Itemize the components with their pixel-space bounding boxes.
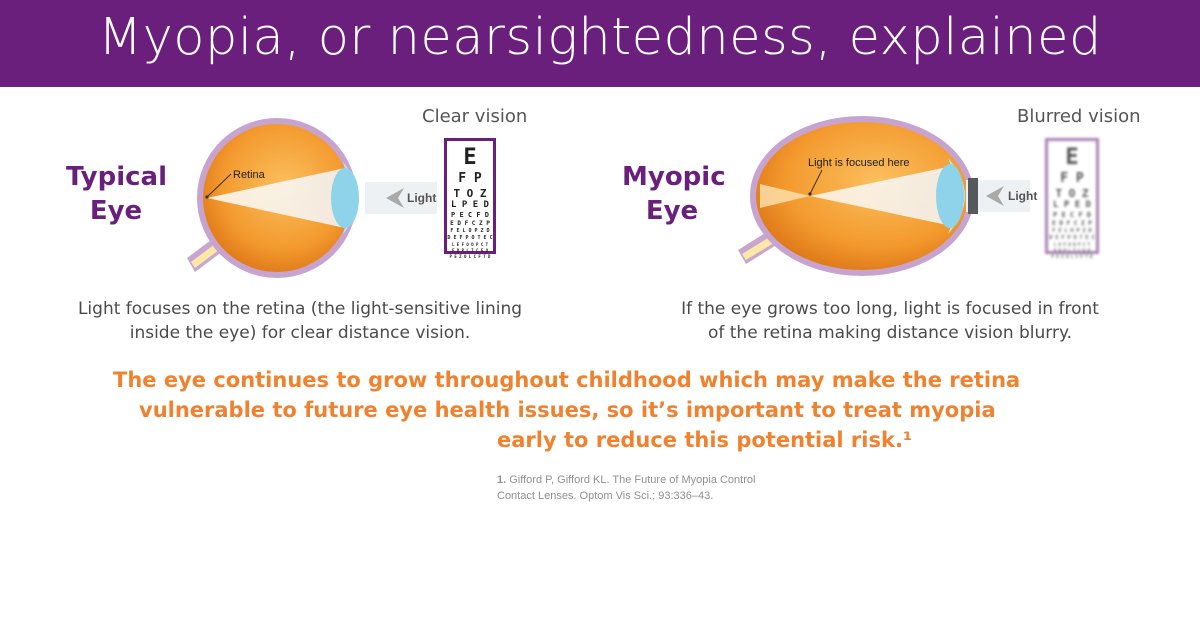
myopic-caption-line1: If the eye grows too long, light is focu… <box>681 299 1099 319</box>
eye-chart-row: T O Z <box>1055 187 1089 200</box>
diverging-light <box>760 184 810 208</box>
eye-chart-row: P E Z O L C F T D <box>449 254 491 259</box>
eye-chart-row: F P <box>458 171 482 186</box>
eye-chart-row: P E Z O L C F T D <box>1051 254 1093 259</box>
eye-chart-row: D E F P O T E C <box>447 235 493 241</box>
myopic-eye-label-line1: Myopic <box>622 162 726 192</box>
eye-chart-row: L E F O D P C T <box>1053 242 1091 247</box>
typical-eye-label-line1: Typical <box>66 162 167 192</box>
footnote-line1: Gifford P, Gifford KL. The Future of Myo… <box>509 474 756 486</box>
lens <box>331 168 359 228</box>
eye-chart-row: F P <box>1060 171 1084 186</box>
title-banner: Myopia, or nearsightedness, explained <box>0 0 1200 87</box>
incoming-light-beam <box>365 182 437 214</box>
eye-chart-row: E <box>1065 145 1079 170</box>
page-title: Myopia, or nearsightedness, explained <box>98 8 1102 67</box>
eye-chart-row: E D F C Z P <box>1052 220 1092 227</box>
corrective-gap <box>968 178 978 214</box>
retina-pointer <box>206 173 232 198</box>
typical-eye-label: Typical Eye <box>66 160 167 228</box>
myopic-eye-label-line2: Eye <box>645 196 699 226</box>
eye-chart-row: F E L O P Z D <box>1052 228 1092 234</box>
eye-chart-row: E D F C Z P <box>450 220 490 227</box>
typical-eye-diagram: Retina Light <box>187 118 437 278</box>
warning-line2: vulnerable to future eye health issues, … <box>139 398 996 422</box>
warning-line3: early to reduce this potential risk.¹ <box>497 428 913 452</box>
clear-vision-label: Clear vision <box>422 106 528 127</box>
light-arrow-icon <box>986 186 1004 206</box>
retina-focus-point <box>205 195 209 199</box>
lens <box>936 164 964 228</box>
focus-label: Light is focused here <box>808 157 910 169</box>
focus-pointer <box>809 169 823 195</box>
focused-light-cone <box>207 168 345 228</box>
footnote-line2: Contact Lenses. Optom Vis Sci.; 93:336–4… <box>497 490 714 502</box>
eye-chart-row: P E C F D <box>451 211 489 219</box>
focused-light-cone <box>810 166 952 226</box>
eye-chart-row: F D P L T C E O <box>451 248 489 253</box>
blurred-vision-label: Blurred vision <box>1017 106 1141 127</box>
light-arrow-icon <box>386 188 404 208</box>
myopic-eye-diagram: Light is focused here Light <box>738 116 1037 276</box>
light-label: Light <box>1008 189 1037 203</box>
myopic-caption-line2: of the retina making distance vision blu… <box>707 323 1073 343</box>
retina-label: Retina <box>233 169 266 181</box>
focus-point <box>808 192 812 196</box>
light-label: Light <box>407 191 436 205</box>
typical-caption-line2: inside the eye) for clear distance visio… <box>129 323 471 343</box>
typical-eye-label-line2: Eye <box>89 196 143 226</box>
myopic-eye-caption: If the eye grows too long, light is focu… <box>640 297 1140 345</box>
eye-chart-row: L E F O D P C T <box>451 242 489 247</box>
eye-chart-row: T O Z <box>453 187 487 200</box>
eye-chart-row: F D P L T C E O <box>1053 248 1091 253</box>
footnote: 1. Gifford P, Gifford KL. The Future of … <box>497 472 755 504</box>
eye-chart-row: D E F P O T E C <box>1049 235 1095 241</box>
warning-line1: The eye continues to grow throughout chi… <box>113 368 1021 392</box>
myopic-eye-label: Myopic Eye <box>622 160 726 228</box>
eye-chart-row: L P E D <box>1053 200 1091 210</box>
eye-chart-row: F E L O P Z D <box>450 228 490 234</box>
eye-chart-row: E <box>463 145 477 170</box>
typical-eye-caption: Light focuses on the retina (the light-s… <box>40 297 560 345</box>
eye-chart-row: P E C F D <box>1053 211 1091 219</box>
typical-caption-line1: Light focuses on the retina (the light-s… <box>77 299 523 319</box>
footnote-number: 1. <box>497 474 507 486</box>
eye-chart-row: L P E D <box>451 200 489 210</box>
